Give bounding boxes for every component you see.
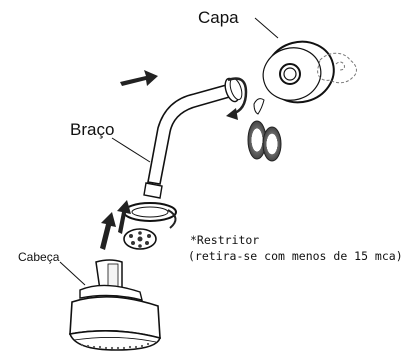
restritor-label: *Restritor [190,233,260,247]
cabeca-label: Cabeça [18,250,60,264]
up-arrow-right-icon [117,200,131,234]
up-arrow-left-icon [100,212,116,250]
braco-shower-arm [143,77,243,199]
seal-tape-icon [253,98,265,115]
wall-fitting-outline [317,52,357,84]
shower-assembly-diagram [59,17,357,351]
capa-label: Capa [198,8,239,27]
restritor-note: (retira-se com menos de 15 mca) [188,249,403,263]
shower-head-nozzles [80,342,150,350]
rotate-arrow-icon [227,77,248,116]
gaskets [247,120,282,162]
braco-leader-line [111,137,151,163]
cabeca-leader-line [59,261,86,286]
restritor-disc [123,228,157,250]
gasket-right [262,126,282,162]
cabeca-shower-head [68,259,162,351]
ring-rotate-arrow-icon [167,209,177,229]
leader-lines [59,17,279,286]
braco-label: Braço [70,120,115,139]
capa-leader-line [254,17,279,39]
rotate-arrowhead-icon [226,108,238,120]
restritor-ring [123,202,177,222]
arrow-to-wall-icon [120,70,158,86]
capa-cover-plate [262,40,335,104]
